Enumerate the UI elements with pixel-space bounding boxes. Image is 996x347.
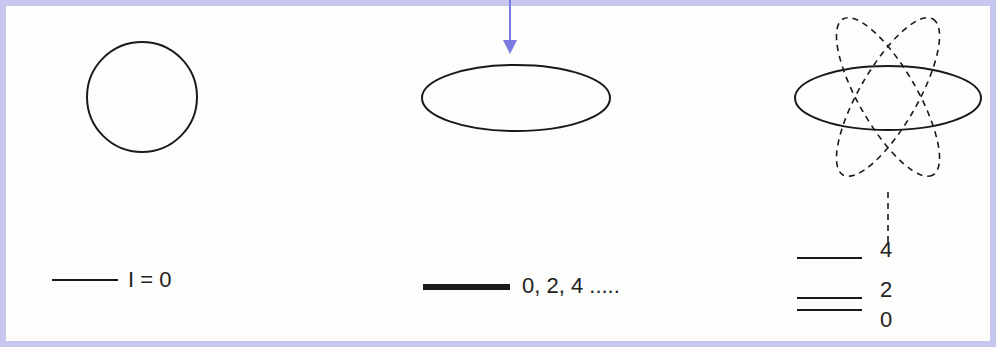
energy-level <box>52 279 118 281</box>
deformed-nucleus <box>422 65 610 131</box>
energy-level <box>797 257 862 259</box>
spherical-nucleus <box>87 42 197 152</box>
level-spin-number: 0 <box>880 309 892 331</box>
energy-level <box>797 297 862 299</box>
spin-label: I = 0 <box>128 269 171 291</box>
degenerate-level-band <box>423 284 510 290</box>
level-spin-number: 4 <box>880 239 892 261</box>
rotated-position-dashed <box>818 5 958 190</box>
pointer-arrow-head <box>503 40 517 54</box>
spin-sequence-label: 0, 2, 4 ..... <box>522 275 620 297</box>
frame <box>3 3 993 344</box>
rotated-position-dashed <box>818 5 958 190</box>
dashed-leader <box>887 192 889 246</box>
level-spin-number: 2 <box>880 279 892 301</box>
rotating-nucleus <box>795 66 981 130</box>
pointer-arrow-shaft <box>509 0 511 42</box>
energy-level <box>797 309 862 311</box>
